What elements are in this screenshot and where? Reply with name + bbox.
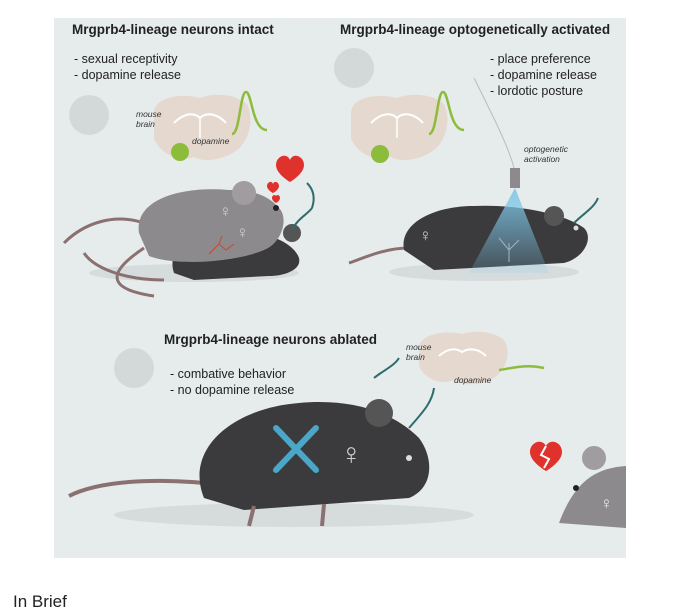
bullet-list-ablated: - combative behavior - no dopamine relea… <box>170 366 294 398</box>
female-symbol-icon: ♀ <box>600 494 613 513</box>
bullet-item: - sexual receptivity <box>74 52 178 66</box>
decorative-circle <box>334 48 374 88</box>
light-beam <box>469 188 549 273</box>
opto-cable <box>473 77 515 169</box>
dopamine-trace <box>428 90 465 136</box>
dopamine-area <box>171 143 189 161</box>
optic-fiber <box>291 182 315 231</box>
panel-title-activated: Mrgprb4-lineage optogenetically activate… <box>340 22 611 37</box>
optic-fiber <box>573 197 599 224</box>
brain-slice-ablated <box>419 331 508 385</box>
bullet-item: - combative behavior <box>170 367 287 381</box>
panel-title-ablated: Mrgprb4-lineage neurons ablated <box>164 332 378 347</box>
neuron-branches <box>208 235 235 255</box>
female-symbol-icon: ♀ <box>219 202 232 221</box>
brain-label: mouse brain <box>136 109 162 129</box>
section-heading: In Brief <box>13 592 67 611</box>
optogenetic-label: optogenetic activation <box>524 144 568 164</box>
optic-fiber <box>373 357 435 429</box>
mouse-dark-ablated <box>68 399 430 527</box>
bullet-item: - no dopamine release <box>170 383 295 397</box>
female-symbol-icon: ♀ <box>340 438 363 471</box>
bullet-list-activated: - place preference - dopamine release - … <box>490 51 597 99</box>
neuron-branches <box>498 237 520 262</box>
broken-heart-icon <box>530 441 562 471</box>
flat-dopamine-trace <box>498 365 545 372</box>
heart-icon <box>267 155 304 203</box>
female-symbol-icon: ♀ <box>236 223 249 242</box>
floor-shadow <box>114 503 474 527</box>
dopamine-label: dopamine <box>454 375 492 385</box>
light-emitter <box>510 168 520 188</box>
brain-slice-activated <box>351 94 448 163</box>
bullet-item: - place preference <box>490 52 591 66</box>
ablation-x <box>273 425 319 473</box>
brain-slice-intact <box>154 94 251 161</box>
bullet-list-intact: - sexual receptivity - dopamine release <box>74 51 181 83</box>
brain-label: mouse brain <box>406 342 432 362</box>
dopamine-label: dopamine <box>192 136 230 146</box>
panel-title-intact: Mrgprb4-lineage neurons intact <box>72 22 274 37</box>
mouse-grey-male <box>62 181 284 298</box>
figure-panel: ♀ ♀ ♀ ♀ ♀ Mrgprb4-lineage neurons intact… <box>54 18 626 558</box>
decorative-circle <box>69 95 109 135</box>
mouse-dark-lordosis <box>348 205 588 270</box>
bullet-item: - dopamine release <box>74 68 182 82</box>
illustration <box>62 48 626 528</box>
dopamine-trace <box>231 90 268 136</box>
female-symbol-icon: ♀ <box>419 226 432 245</box>
bullet-item: - dopamine release <box>490 68 598 82</box>
decorative-circle <box>114 348 154 388</box>
bullet-item: - lordotic posture <box>490 84 584 98</box>
mouse-grey-partial <box>559 446 626 528</box>
dopamine-area <box>371 145 389 163</box>
